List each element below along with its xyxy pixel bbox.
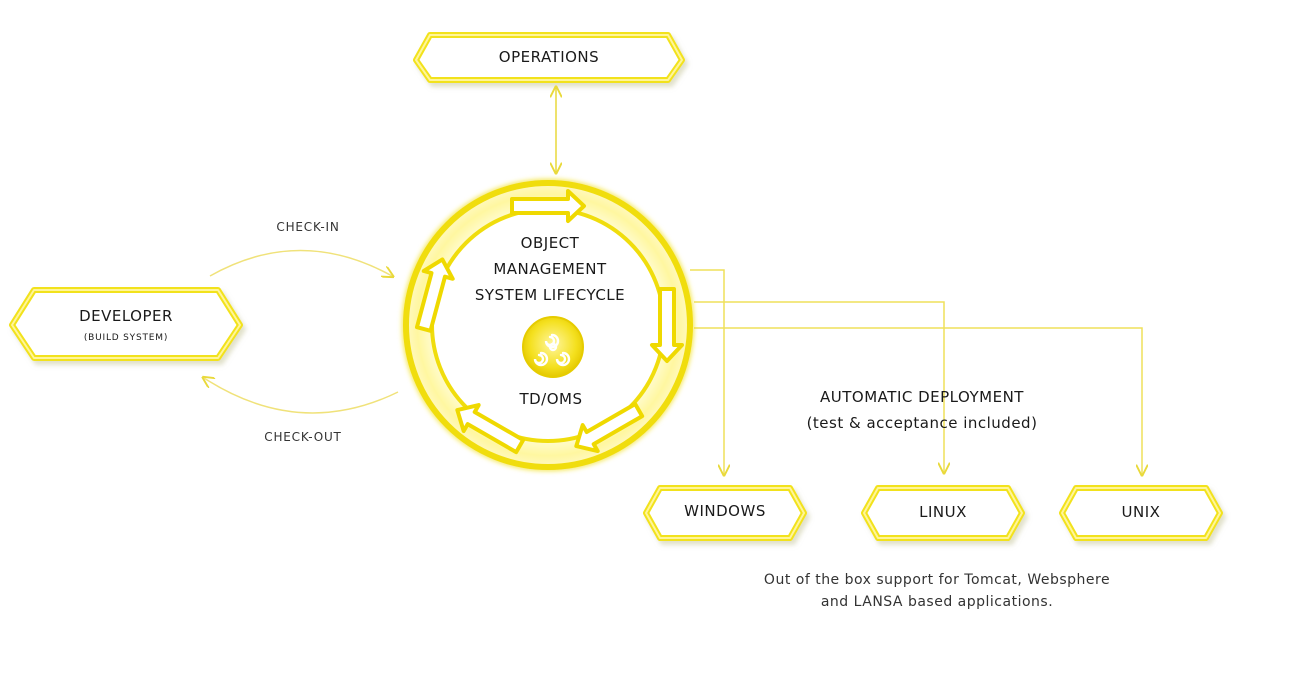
center-title-line3: SYSTEM LIFECYCLE [474,286,626,304]
check-out-label: CHECK-OUT [264,430,342,444]
center-title-line2: MANAGEMENT [493,260,607,278]
cycle-arrows [414,189,684,455]
linux-box [861,485,1025,541]
operations-label: OPERATIONS [498,48,600,66]
support-note-line1: Out of the box support for Tomcat, Websp… [763,572,1111,588]
cycle-arrow-bottom-left [455,403,526,455]
deployment-connectors [690,269,1142,474]
cycle-arrow-left [414,257,455,333]
check-in-arrow [209,249,392,277]
check-out-arrow [204,378,399,414]
developer-box [9,287,243,361]
operations-box [413,32,685,83]
deployment-subtitle: (test & acceptance included) [806,414,1038,432]
triskele-spiral-icon [522,316,584,378]
deployment-title: AUTOMATIC DEPLOYMENT [820,388,1024,406]
unix-box [1059,485,1223,541]
linux-label: LINUX [919,503,967,521]
brand-label: TD/OMS [519,390,583,408]
windows-box [643,485,807,541]
developer-label: DEVELOPER [79,307,173,325]
unix-label: UNIX [1121,503,1161,521]
developer-sublabel: (BUILD SYSTEM) [83,333,169,343]
cycle-arrow-top [510,189,586,223]
cycle-arrow-right [650,287,684,363]
check-in-label: CHECK-IN [276,220,340,234]
support-note-line2: and LANSA based applications. [820,594,1054,610]
windows-label: WINDOWS [684,502,766,520]
center-title-line1: OBJECT [520,234,580,252]
cycle-arrow-bottom-right [574,401,645,454]
